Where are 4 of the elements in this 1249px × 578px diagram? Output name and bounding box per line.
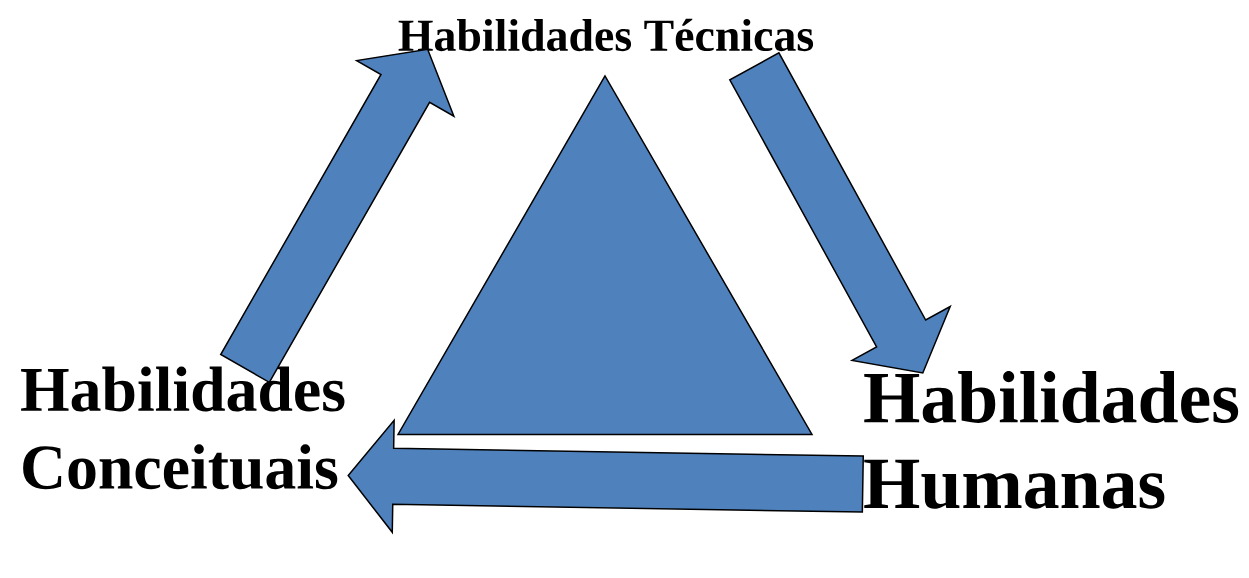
side-label: Habilidades Humanas	[864, 371, 1239, 509]
side-label: Habilidades Conceituais	[21, 366, 345, 490]
heading-text: Habilidades Técnicas	[398, 18, 814, 52]
block-arrow	[219, 48, 456, 384]
